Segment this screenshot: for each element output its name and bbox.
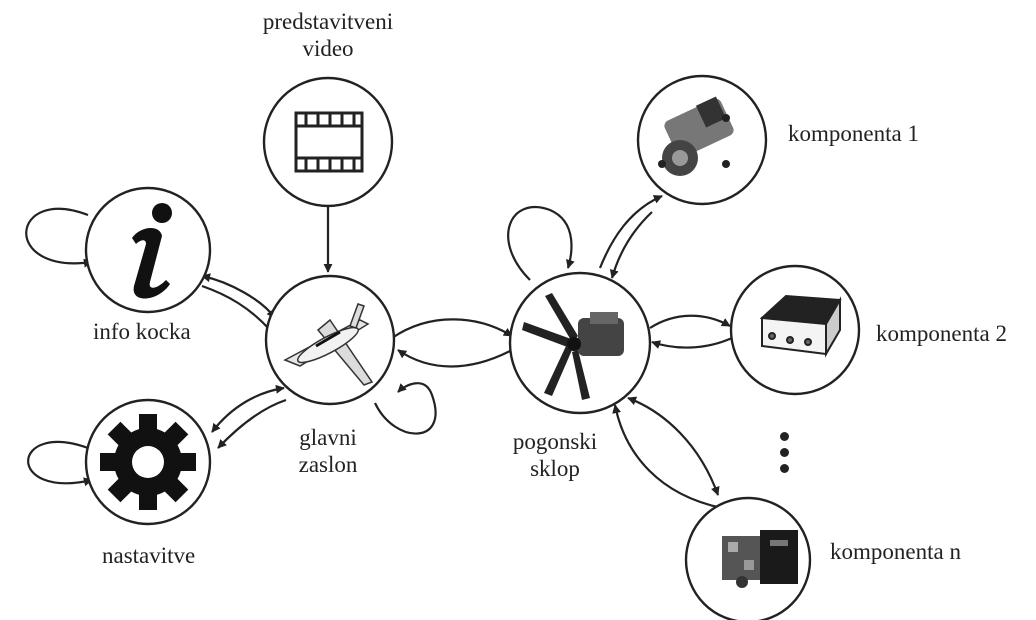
edge-settings-main: [211, 384, 285, 433]
node-video: [262, 76, 394, 208]
label-info: info kocka: [93, 319, 191, 344]
label-comp2: komponenta 2: [876, 321, 1007, 346]
film-strip-icon: [294, 111, 364, 173]
label-powertrain-line2: sklop: [530, 456, 580, 481]
edge-powertrain-comp2: [649, 314, 731, 329]
label-settings: nastavitve: [102, 543, 196, 568]
propeller-engine-icon: [522, 293, 624, 400]
loop-info: [25, 207, 93, 268]
label-powertrain-line1: pogonski: [512, 429, 598, 454]
label-compn: komponenta n: [830, 539, 961, 564]
engine-block-icon: [722, 530, 798, 588]
label-video: predstavitveni video: [238, 8, 418, 62]
edge-powertrain-comp1: [598, 194, 663, 269]
edge-main-settings: [217, 398, 287, 449]
edge-comp2-powertrain: [651, 336, 733, 349]
info-icon: [132, 203, 172, 299]
label-video-line1: predstavitveni: [262, 9, 394, 34]
edge-compn-powertrain: [612, 404, 723, 510]
edge-info-main: [201, 273, 276, 319]
label-comp1: komponenta 1: [788, 121, 919, 146]
gear-icon: [100, 414, 196, 510]
loop-powertrain: [507, 206, 575, 281]
edge-comp1-powertrain: [609, 211, 653, 279]
edge-powertrain-compn: [627, 396, 720, 496]
edge-main-powertrain: [391, 318, 513, 339]
label-main-line2: zaslon: [298, 452, 358, 477]
edge-powertrain-main: [397, 349, 513, 368]
edge-main-info: [201, 284, 271, 331]
label-video-line2: video: [302, 36, 354, 61]
label-powertrain: pogonski sklop: [500, 428, 610, 482]
label-main: glavni zaslon: [278, 424, 378, 478]
motor-component-icon: [658, 96, 734, 176]
airplane-icon: [283, 303, 374, 386]
loop-main: [374, 382, 437, 435]
loop-settings: [27, 441, 93, 487]
label-main-line1: glavni: [299, 425, 357, 450]
controller-box-icon: [759, 294, 842, 358]
